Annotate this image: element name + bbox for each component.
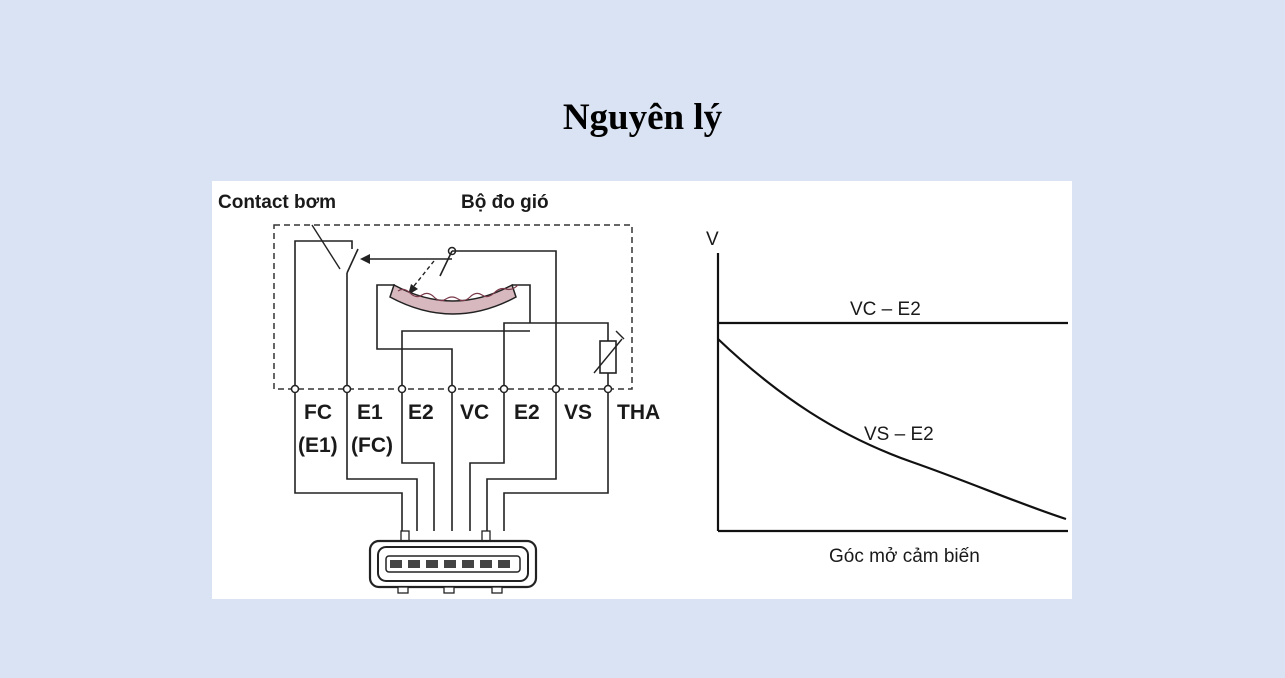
circuit-diagram: Contact bơm Bộ đo gió	[218, 192, 1068, 594]
internal-wiring	[294, 224, 609, 389]
x-axis-label: Góc mở cảm biến	[829, 546, 980, 567]
voltage-graph: V Góc mở cảm biến VC – E2 VS – E2	[706, 229, 1068, 567]
series-label-vc-e2: VC – E2	[850, 299, 921, 320]
terminal-nodes	[290, 384, 613, 394]
y-axis-label: V	[706, 229, 719, 250]
principle-figure: Contact bơm Bộ đo gió	[212, 181, 1072, 599]
air-flow-meter-label: Bộ đo gió	[461, 192, 549, 213]
terminal-label-fc: FC	[304, 401, 332, 424]
terminal-label-vc: VC	[460, 401, 489, 424]
terminal-sub-label-e1: (E1)	[298, 434, 338, 457]
terminal-label-vs: VS	[564, 401, 592, 424]
slide-title: Nguyên lý	[562, 97, 723, 138]
pump-contact-label: Contact bơm	[218, 192, 336, 213]
external-wiring	[294, 393, 609, 531]
ecu-connector	[368, 530, 538, 594]
terminal-label-e2-b: E2	[514, 401, 540, 424]
terminal-label-e1: E1	[357, 401, 383, 424]
series-label-vs-e2: VS – E2	[864, 424, 934, 445]
terminal-sub-label-fc: (FC)	[351, 434, 393, 457]
thermistor	[593, 330, 625, 374]
series-line-vs-e2	[717, 338, 1067, 521]
potentiometer-resistor	[389, 283, 519, 315]
terminal-label-tha: THA	[617, 401, 660, 424]
terminal-label-e2-a: E2	[408, 401, 434, 424]
